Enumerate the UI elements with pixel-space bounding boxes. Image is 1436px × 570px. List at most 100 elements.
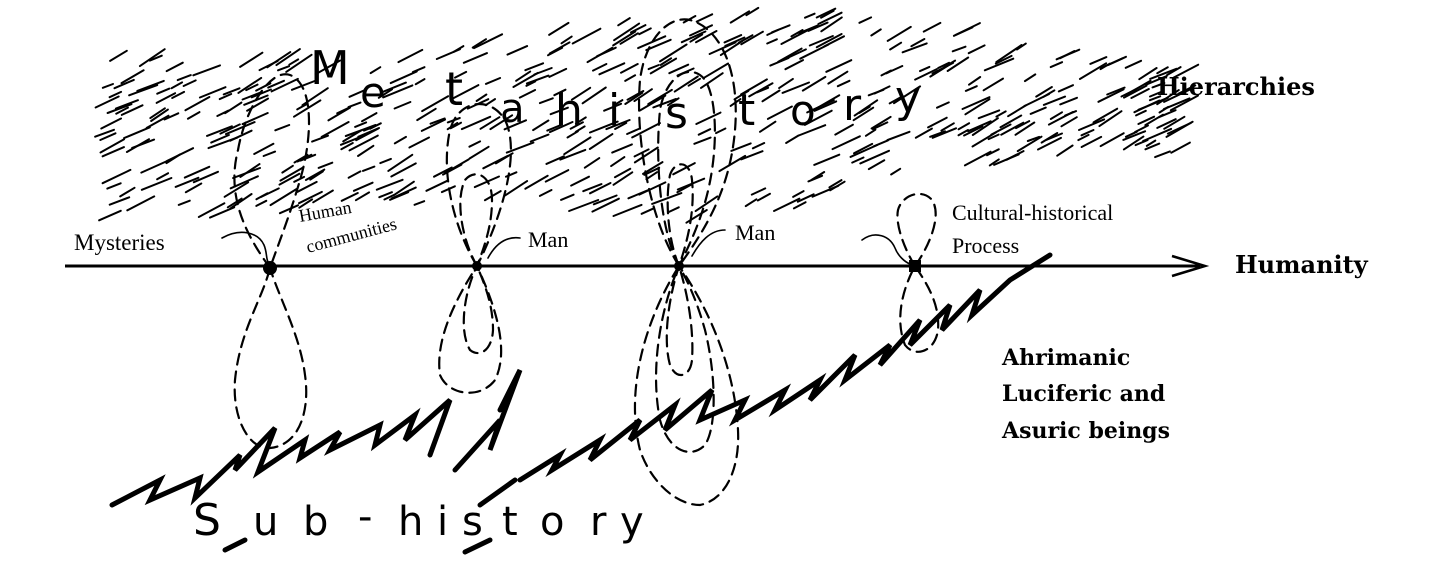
hatch-stroke [165, 61, 184, 73]
hatch-stroke [724, 36, 746, 47]
hatch-stroke [566, 130, 579, 139]
hatch-stroke [489, 114, 514, 131]
hatch-stroke [574, 116, 587, 125]
hatch-stroke [288, 58, 300, 66]
hatch-stroke [633, 88, 653, 103]
hatch-stroke [150, 108, 169, 122]
subhistory-letter: b [303, 499, 328, 545]
hatch-stroke [1122, 135, 1145, 151]
hatch-stroke [937, 61, 951, 69]
hatch-stroke [183, 165, 211, 179]
hatch-stroke [957, 122, 971, 131]
hatch-stroke [987, 133, 1000, 141]
subhistory-letter: - [358, 494, 372, 540]
cultural-process-node [909, 260, 921, 272]
hatch-stroke [269, 188, 298, 207]
hatch-stroke [995, 44, 1023, 64]
hatch-stroke [1016, 135, 1043, 153]
hatch-stroke [347, 170, 362, 179]
hatch-stroke [545, 155, 565, 165]
hatch-stroke [1149, 90, 1163, 98]
hatch-stroke [1148, 95, 1162, 102]
hatch-stroke [296, 103, 308, 111]
hatch-stroke [1015, 42, 1027, 51]
hatch-stroke [1134, 124, 1149, 133]
hatch-stroke [820, 16, 843, 33]
hatch-stroke [393, 101, 412, 110]
hatch-stroke [239, 163, 261, 178]
hatch-stroke [638, 27, 652, 36]
hatch-stroke [293, 99, 322, 118]
hatch-stroke [946, 56, 970, 72]
hatch-stroke [357, 144, 375, 157]
hatch-stroke [559, 148, 587, 161]
hatch-stroke [1166, 122, 1192, 135]
hatch-stroke [637, 35, 667, 50]
hatch-stroke [813, 100, 838, 112]
hatch-stroke [703, 62, 730, 79]
hatch-stroke [123, 126, 151, 140]
hatch-stroke [589, 182, 612, 195]
hatch-stroke [740, 78, 768, 96]
hatch-stroke [563, 136, 592, 156]
hatch-stroke [548, 67, 568, 78]
hatch-stroke [140, 177, 173, 191]
hatch-stroke [209, 206, 236, 219]
hatch-stroke [694, 195, 719, 213]
hatch-stroke [700, 72, 724, 89]
hatch-stroke [649, 57, 678, 75]
hatch-stroke [505, 141, 535, 154]
hatch-stroke [223, 181, 250, 198]
subhistory-letter: s [462, 499, 483, 545]
hatch-stroke [624, 91, 644, 105]
hatch-stroke [468, 140, 482, 148]
hatch-stroke [807, 21, 829, 32]
hatch-stroke [983, 57, 1015, 72]
hatch-stroke [128, 84, 159, 97]
hatch-stroke [804, 12, 816, 19]
hatch-stroke [885, 65, 904, 75]
hatch-stroke [320, 121, 350, 138]
man-1-node [472, 261, 482, 271]
hatch-stroke [387, 153, 414, 172]
hatch-stroke [279, 166, 305, 182]
hatch-stroke [382, 84, 414, 99]
hatch-stroke [603, 102, 623, 112]
hatch-stroke [645, 38, 672, 52]
hatch-stroke [1092, 107, 1119, 124]
metahistory-letter: s [665, 88, 688, 139]
hatch-stroke [645, 171, 658, 181]
cultural-historical-label: Cultural-historical [952, 200, 1113, 225]
hatch-stroke [756, 86, 770, 94]
hatch-stroke [1170, 141, 1191, 154]
hatch-stroke [756, 192, 771, 202]
hatch-stroke [314, 59, 342, 76]
hatch-stroke [354, 121, 368, 128]
subhistory-letter: t [502, 499, 518, 545]
hatch-stroke [443, 158, 470, 175]
hatch-stroke [697, 128, 712, 136]
hatch-stroke [967, 120, 992, 133]
hatch-stroke [1100, 57, 1124, 69]
hatch-stroke [267, 79, 285, 89]
hatch-stroke [834, 123, 854, 136]
hatch-stroke [893, 85, 922, 105]
hatch-stroke [340, 192, 359, 202]
hatch-stroke [1037, 136, 1062, 151]
hatch-stroke [963, 150, 992, 167]
hatch-stroke [633, 148, 650, 158]
hatch-stroke [715, 127, 727, 135]
hatch-stroke [421, 95, 450, 113]
hatch-stroke [1060, 116, 1078, 128]
hatch-stroke [156, 172, 170, 181]
hatch-stroke [156, 87, 171, 95]
hatch-stroke [206, 125, 233, 137]
hatch-stroke [547, 46, 564, 57]
hatch-stroke [687, 77, 701, 87]
hatch-stroke [192, 64, 221, 77]
hatch-stroke [285, 53, 313, 73]
hatch-stroke [1120, 88, 1137, 98]
hatch-stroke [298, 190, 323, 205]
man-2-node [674, 261, 684, 271]
hatch-stroke [695, 30, 718, 44]
